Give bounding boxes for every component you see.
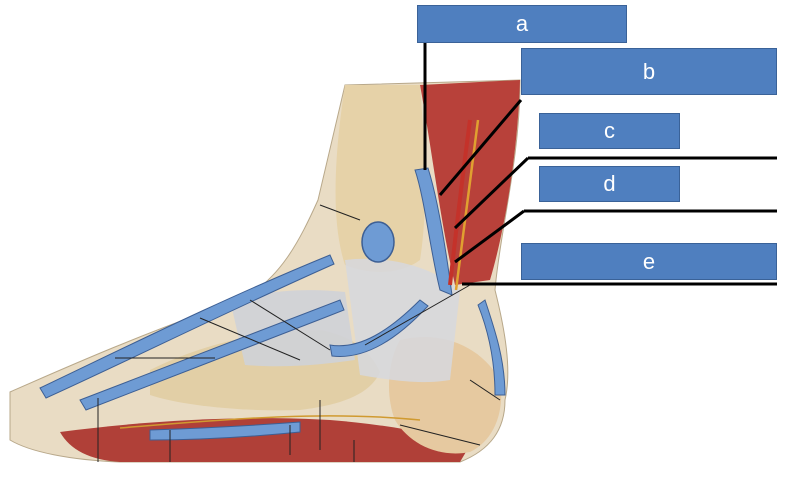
original-pointer-lines — [97, 204, 501, 462]
label-box-b: b — [521, 48, 777, 95]
tendon-sheath-dorsal-2 — [79, 299, 345, 411]
tibia-bone — [335, 85, 425, 272]
label-e-text: e — [642, 248, 656, 274]
tendon-sheath-plantar — [149, 421, 301, 441]
malleolus-sheath — [361, 221, 395, 263]
label-box-e: e — [521, 243, 777, 280]
leader-line-b — [438, 99, 523, 196]
sole-muscle — [60, 418, 470, 462]
label-a-text: a — [515, 11, 529, 36]
label-box-d: d — [539, 166, 680, 202]
label-box-c: c — [539, 113, 680, 149]
nerve — [454, 119, 480, 291]
leader-line-c-diag — [453, 156, 530, 230]
plantar-vessels — [119, 415, 421, 429]
artery — [448, 119, 472, 286]
tendon-sheath-peroneal — [329, 299, 429, 357]
label-leader-lines — [423, 43, 777, 286]
tendon-sheath-dorsal-1 — [39, 254, 335, 399]
label-box-a: a — [417, 5, 627, 43]
label-d-text: d — [603, 171, 616, 196]
tendon-sheath-achilles — [477, 299, 506, 396]
label-b-text: b — [642, 58, 656, 84]
leader-line-d-diag — [454, 209, 525, 264]
label-c-text: c — [604, 118, 615, 143]
